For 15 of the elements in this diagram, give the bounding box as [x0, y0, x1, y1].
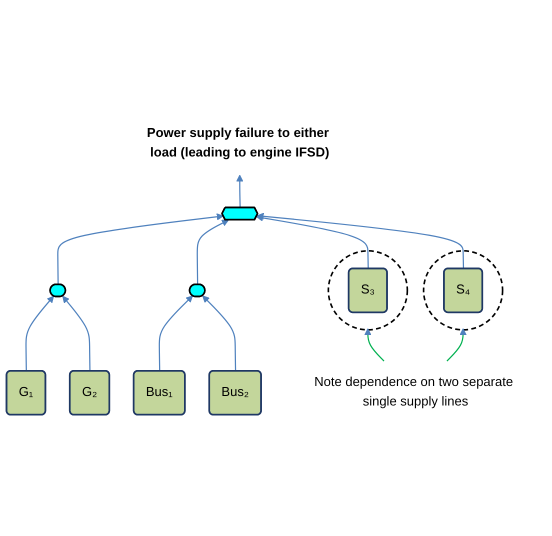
arrow	[446, 328, 467, 362]
arrow	[196, 220, 229, 285]
arrow	[62, 296, 91, 372]
cluster	[422, 250, 504, 331]
arrow	[158, 295, 193, 372]
arrow	[202, 295, 236, 372]
arrow	[236, 174, 244, 208]
arrow	[57, 213, 224, 285]
arrow	[25, 296, 54, 372]
cluster	[328, 250, 408, 331]
arrow	[364, 328, 384, 362]
arrow	[256, 212, 464, 269]
arrow	[256, 214, 369, 269]
node-text: Note dependence on two separate single supply lines	[314, 376, 514, 409]
node-text: Power supply failure to either load (leading to engine IFSD)	[146, 126, 330, 160]
